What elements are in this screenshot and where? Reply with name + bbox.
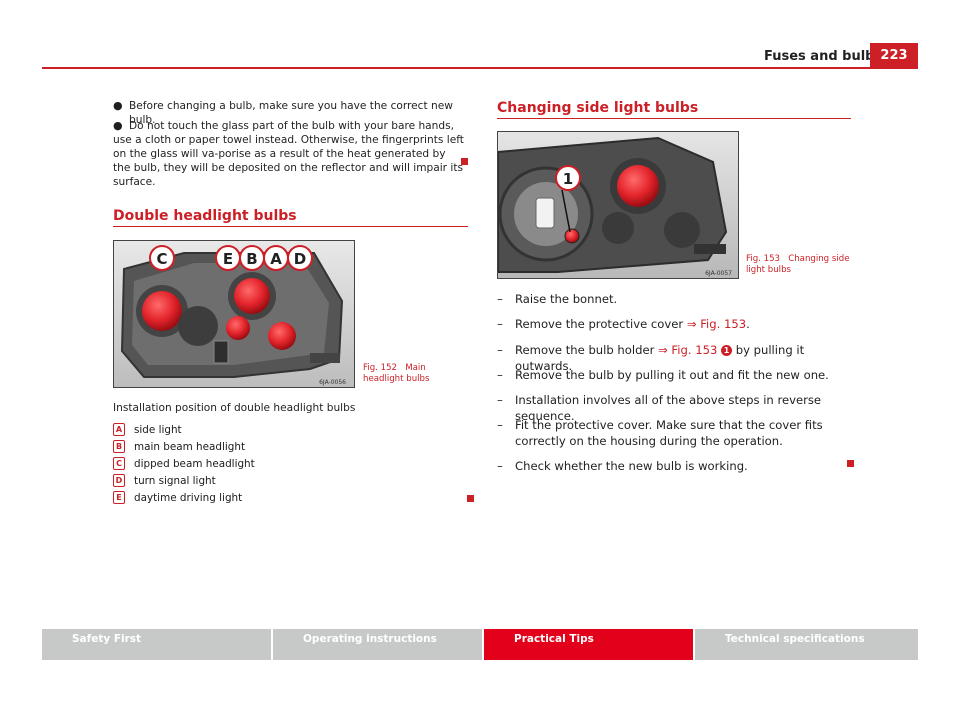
figure-152-caption-text: Main headlight bulbs [363, 363, 430, 384]
legend-key: D [113, 474, 125, 487]
callout-1: 1 [563, 170, 573, 188]
step-6: – Fit the protective cover. Make sure th… [497, 418, 823, 448]
legend-item: C dipped beam headlight [113, 455, 363, 472]
callout-D: D [294, 250, 306, 268]
figure-153-caption: Fig. 153 Changing side light bulbs [746, 254, 851, 276]
legend-key: E [113, 491, 125, 504]
step-7: – Check whether the new bulb is working. [497, 459, 748, 473]
bullet-icon: ● [113, 119, 123, 132]
bullet-item: ● Do not touch the glass part of the bul… [113, 119, 465, 189]
section-heading-double-headlight: Double headlight bulbs [113, 208, 297, 224]
dash-icon: – [497, 459, 503, 473]
main-beam-bulb [234, 278, 270, 314]
figure-153-label: Fig. 153 [746, 254, 781, 264]
step-4: – Remove the bulb by pulling it out and … [497, 368, 829, 382]
figure-153-side-light-image: 1 6JA-0057 [497, 131, 739, 279]
figure-152-caption: Fig. 152 Main headlight bulbs [363, 363, 468, 385]
page-number: 223 [870, 43, 918, 67]
bullet-text: Before changing a bulb, make sure you ha… [129, 100, 453, 126]
dash-icon: – [497, 418, 503, 432]
bullet-icon: ● [113, 99, 123, 112]
headlight-illustration: 6JA-0056 [114, 241, 354, 387]
dash-icon: – [497, 317, 503, 331]
legend-item: D turn signal light [113, 472, 363, 489]
figure-152-label: Fig. 152 [363, 363, 398, 373]
step-3: – Remove the bulb holder ⇒ Fig. 153 1 by… [497, 343, 805, 373]
footer-tab-technical-specifications[interactable]: Technical specifications [695, 629, 918, 660]
legend-item: B main beam headlight [113, 438, 363, 455]
callout-E: E [223, 250, 233, 268]
turn-signal-bulb [268, 322, 296, 350]
figure-callouts: C E B A D [146, 244, 326, 272]
bullet-item: ● Before changing a bulb, make sure you … [113, 99, 465, 127]
header-rule [42, 67, 918, 69]
dash-icon: – [497, 393, 503, 407]
legend-label: side light [134, 423, 182, 436]
legend-label: daytime driving light [134, 491, 243, 504]
legend-label: dipped beam headlight [134, 457, 255, 470]
legend-key: B [113, 440, 125, 453]
figure-152-headlight-image: 6JA-0056 C E B A D [113, 240, 355, 388]
legend-list: A side light B main beam headlight C dip… [113, 421, 363, 506]
fig-153-link[interactable]: ⇒ Fig. 153 [686, 317, 747, 331]
section-heading-rule [497, 118, 851, 119]
figure-code: 6JA-0056 [319, 379, 346, 386]
end-square-icon [467, 495, 474, 502]
callout-C: C [156, 250, 167, 268]
fig-153-link[interactable]: ⇒ Fig. 153 [658, 343, 718, 357]
daytime-driving-bulb [226, 316, 250, 340]
footer-tab-operating-instructions[interactable]: Operating instructions [273, 629, 482, 660]
legend-label: main beam headlight [134, 440, 246, 453]
legend-item: A side light [113, 421, 363, 438]
dipped-beam-bulb [142, 291, 182, 331]
legend-item: E daytime driving light [113, 489, 363, 506]
step-5: – Installation involves all of the above… [497, 393, 822, 423]
legend-key: A [113, 423, 125, 436]
side-light-illustration: 1 6JA-0057 [498, 132, 738, 278]
section-heading-side-light: Changing side light bulbs [497, 100, 699, 116]
running-header-title: Fuses and bulbs [764, 49, 883, 64]
dash-icon: – [497, 343, 503, 357]
step-2: – Remove the protective cover ⇒ Fig. 153… [497, 317, 750, 331]
dash-icon: – [497, 368, 503, 382]
figure-code: 6JA-0057 [705, 270, 732, 277]
legend-key: C [113, 457, 125, 470]
dash-icon: – [497, 292, 503, 306]
install-intro: Installation position of double headligh… [113, 402, 356, 414]
end-square-icon [847, 460, 854, 467]
step-1: – Raise the bonnet. [497, 292, 618, 306]
callout-A: A [270, 250, 282, 268]
footer-tab-safety-first[interactable]: Safety First [42, 629, 271, 660]
bullet-text: Do not touch the glass part of the bulb … [113, 120, 464, 188]
footer-tab-practical-tips[interactable]: Practical Tips [484, 629, 693, 660]
callout-B: B [246, 250, 257, 268]
legend-label: turn signal light [134, 474, 216, 487]
callout-1-badge: 1 [721, 345, 733, 356]
figure-153-caption-text: Changing side light bulbs [746, 254, 850, 275]
end-square-icon [461, 158, 468, 165]
side-light-bulb-holder [564, 228, 580, 244]
section-heading-rule [113, 226, 468, 227]
